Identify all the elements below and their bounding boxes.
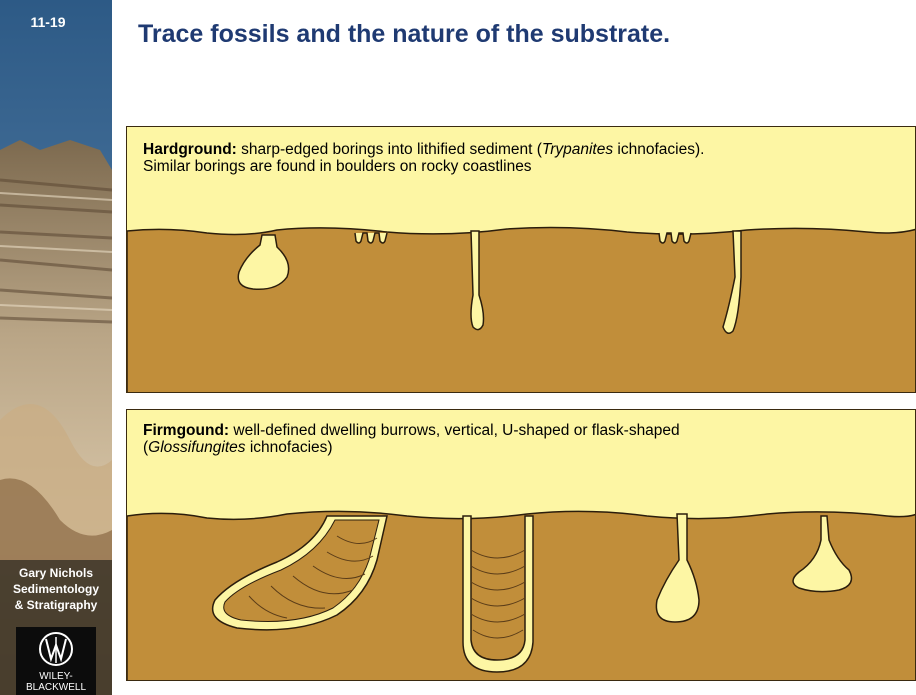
hardground-desc-a: sharp-edged borings into lithified sedim… [237,141,542,158]
sediment-body [127,228,916,393]
hardground-desc-b: ichnofacies). [613,141,704,158]
firmground-desc-line1: well-defined dwelling burrows, vertical,… [229,422,680,439]
firmground-term: Firmgound: [143,422,229,439]
publisher-name-line2: BLACKWELL [16,682,96,693]
slide-number: 11-19 [0,14,96,30]
small-borings-left [355,233,387,243]
author-credit: Gary Nichols Sedimentology & Stratigraph… [0,565,112,613]
firmground-panel: Firmgound: well-defined dwelling burrows… [126,409,916,681]
book-title-line1: Sedimentology [0,581,112,597]
slide-title: Trace fossils and the nature of the subs… [138,20,670,49]
hardground-panel: Hardground: sharp-edged borings into lit… [126,126,916,393]
hardground-ichnofacies: Trypanites [542,141,613,158]
publisher-logo: WILEY- BLACKWELL [16,627,96,695]
firmground-ichnofacies: Glossifungites [148,439,245,456]
hardground-caption: Hardground: sharp-edged borings into lit… [143,141,913,175]
small-borings-right [659,233,691,243]
hardground-term: Hardground: [143,141,237,158]
sidebar-photo-strip: 11-19 Gary Nichols Sedimentology & Strat… [0,0,112,695]
author-name: Gary Nichols [0,565,112,581]
firmground-caption: Firmgound: well-defined dwelling burrows… [143,422,913,456]
wiley-emblem-icon [16,627,96,671]
publisher-name: WILEY- BLACKWELL [16,671,96,693]
book-title-line2: & Stratigraphy [0,597,112,613]
hardground-desc-line2: Similar borings are found in boulders on… [143,158,532,175]
publisher-name-line1: WILEY- [16,671,96,682]
firmground-desc-b: ichnofacies) [246,439,333,456]
